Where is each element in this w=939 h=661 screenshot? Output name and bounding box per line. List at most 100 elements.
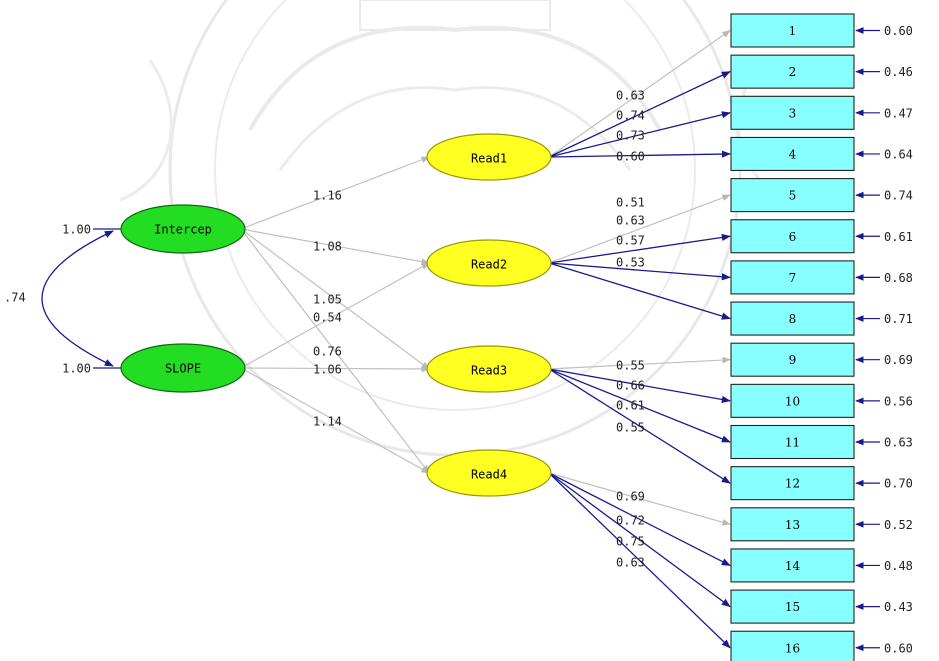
indicator-label-7: 7 bbox=[789, 271, 797, 285]
loading-path-15 bbox=[548, 472, 731, 608]
loading-label-6: 0.63 bbox=[616, 214, 645, 228]
factor-label-intercept: Intercep bbox=[154, 223, 212, 237]
indicator-label-14: 14 bbox=[785, 559, 801, 573]
error-label-5: 0.74 bbox=[884, 189, 913, 203]
error-label-9: 0.69 bbox=[884, 353, 913, 367]
structural-path-slope-read4 bbox=[240, 367, 430, 474]
indicator-label-10: 10 bbox=[785, 394, 800, 408]
nodes-layer: IntercepSLOPERead1Read2Read3Read41234567… bbox=[120, 13, 855, 661]
indicator-label-9: 9 bbox=[789, 353, 797, 367]
indicator-label-12: 12 bbox=[785, 477, 800, 491]
loading-label-9: 0.55 bbox=[616, 359, 645, 373]
indicator-box-1 bbox=[730, 13, 855, 48]
loading-path-10 bbox=[548, 368, 731, 404]
loading-path-4 bbox=[548, 150, 731, 158]
indicator-box-16 bbox=[730, 630, 855, 661]
loading-path-11 bbox=[548, 368, 731, 443]
latent-node-read4 bbox=[426, 449, 552, 497]
loading-label-8: 0.53 bbox=[616, 256, 645, 270]
coef-label-slope-read2: 1.05 bbox=[313, 293, 342, 307]
error-label-11: 0.63 bbox=[884, 436, 913, 450]
indicator-box-10 bbox=[730, 383, 855, 418]
error-label-10: 0.56 bbox=[884, 394, 913, 408]
latent-node-read3 bbox=[426, 345, 552, 393]
indicator-label-6: 6 bbox=[789, 230, 797, 244]
error-label-14: 0.48 bbox=[884, 559, 913, 573]
variance-label-slope: 1.00 bbox=[62, 362, 91, 376]
latent-node-read1 bbox=[426, 133, 552, 181]
loading-label-3: 0.73 bbox=[616, 129, 645, 143]
coef-label-intercept-read1: 1.16 bbox=[313, 189, 342, 203]
loading-label-12: 0.55 bbox=[616, 421, 645, 435]
loading-label-13: 0.69 bbox=[616, 490, 645, 504]
loading-label-10: 0.66 bbox=[616, 379, 645, 393]
indicator-label-8: 8 bbox=[789, 312, 797, 326]
factor-covariance-label: .74 bbox=[4, 291, 26, 305]
coef-label-slope-read4: 1.14 bbox=[313, 415, 342, 429]
loading-path-14 bbox=[548, 472, 731, 567]
loading-label-4: 0.60 bbox=[616, 150, 645, 164]
paths-layer bbox=[41, 27, 880, 652]
error-label-15: 0.43 bbox=[884, 600, 913, 614]
latent-node-read2 bbox=[426, 239, 552, 287]
loading-label-1: 0.63 bbox=[616, 89, 645, 103]
indicator-label-3: 3 bbox=[789, 106, 797, 120]
loading-path-13 bbox=[548, 472, 731, 526]
error-label-12: 0.70 bbox=[884, 477, 913, 491]
indicator-label-15: 15 bbox=[785, 600, 800, 614]
coef-label-intercept-read3: 0.54 bbox=[313, 311, 342, 325]
factor-label-slope: SLOPE bbox=[165, 362, 201, 376]
loading-path-8 bbox=[548, 262, 731, 320]
indicator-box-2 bbox=[730, 54, 855, 89]
error-label-1: 0.60 bbox=[884, 24, 913, 38]
indicator-label-4: 4 bbox=[789, 147, 797, 161]
indicator-box-6 bbox=[730, 219, 855, 254]
loading-path-6 bbox=[548, 233, 731, 264]
factor-node-intercept bbox=[120, 204, 246, 254]
error-label-16: 0.60 bbox=[884, 641, 913, 655]
loading-label-7: 0.57 bbox=[616, 234, 645, 248]
error-label-2: 0.46 bbox=[884, 65, 913, 79]
latent-label-read4: Read4 bbox=[471, 468, 507, 482]
indicator-label-13: 13 bbox=[785, 518, 800, 532]
indicator-box-14 bbox=[730, 548, 855, 583]
structural-path-intercept-read2 bbox=[240, 228, 430, 265]
loading-path-16 bbox=[548, 472, 731, 649]
error-label-7: 0.68 bbox=[884, 271, 913, 285]
indicator-label-16: 16 bbox=[785, 641, 800, 655]
loading-label-16: 0.63 bbox=[616, 556, 645, 570]
coef-label-intercept-read2: 1.08 bbox=[313, 240, 342, 254]
indicator-box-4 bbox=[730, 136, 855, 171]
error-label-4: 0.64 bbox=[884, 147, 913, 161]
loading-label-15: 0.75 bbox=[616, 535, 645, 549]
loading-label-11: 0.61 bbox=[616, 399, 645, 413]
structural-path-intercept-read1 bbox=[240, 156, 430, 230]
loading-label-14: 0.72 bbox=[616, 514, 645, 528]
structural-path-slope-read3 bbox=[240, 365, 430, 373]
coef-label-slope-read3: 1.06 bbox=[313, 363, 342, 377]
factor-covariance-path bbox=[41, 230, 114, 367]
indicator-box-3 bbox=[730, 95, 855, 130]
indicator-box-11 bbox=[730, 424, 855, 460]
indicator-label-2: 2 bbox=[789, 65, 797, 79]
latent-label-read3: Read3 bbox=[471, 364, 507, 378]
indicator-box-7 bbox=[730, 260, 855, 295]
variance-label-intercept: 1.00 bbox=[62, 223, 91, 237]
loading-path-9 bbox=[548, 356, 731, 370]
indicator-box-8 bbox=[730, 301, 855, 336]
error-label-13: 0.52 bbox=[884, 518, 913, 532]
loading-path-5 bbox=[548, 194, 731, 264]
loading-path-7 bbox=[548, 262, 731, 281]
indicator-label-1: 1 bbox=[789, 24, 797, 38]
coef-label-intercept-read4: 0.76 bbox=[313, 345, 342, 359]
indicator-box-15 bbox=[730, 589, 855, 624]
factor-node-slope bbox=[120, 343, 246, 393]
indicator-label-11: 11 bbox=[785, 436, 800, 450]
loading-label-2: 0.74 bbox=[616, 109, 645, 123]
indicator-label-5: 5 bbox=[789, 189, 797, 203]
loading-path-2 bbox=[548, 71, 731, 158]
error-label-6: 0.61 bbox=[884, 230, 913, 244]
indicator-box-12 bbox=[730, 466, 855, 501]
latent-label-read2: Read2 bbox=[471, 258, 507, 272]
